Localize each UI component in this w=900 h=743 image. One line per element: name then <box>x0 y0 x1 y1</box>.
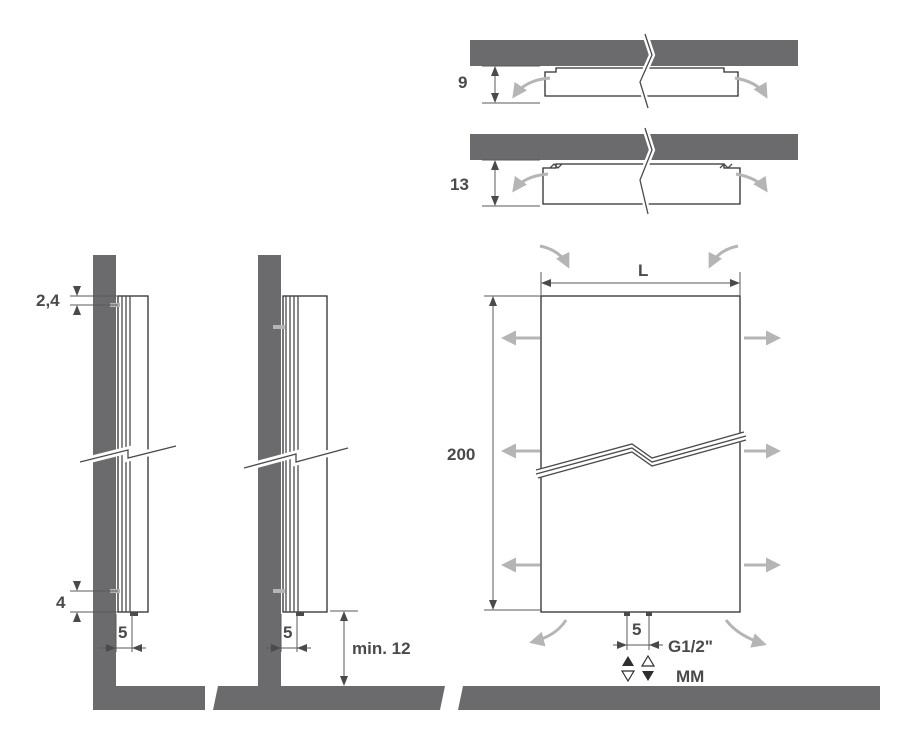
dim-9-label: 9 <box>458 73 467 92</box>
dim-200-label: 200 <box>447 445 475 464</box>
plan-view-top-small: 9 <box>458 33 798 109</box>
dim-13-label: 13 <box>450 175 469 194</box>
side-view-middle: 5 min. 12 <box>243 255 411 710</box>
dim-2-4-label: 2,4 <box>36 291 60 310</box>
connection-type-label: MM <box>676 667 704 686</box>
airflow-arrows <box>501 244 781 648</box>
wall-middle <box>258 255 281 710</box>
plan-view-top-large: 13 <box>450 127 798 215</box>
connection-label: G1/2" <box>668 637 713 656</box>
dim-5-mid-label: 5 <box>283 623 292 642</box>
flow-direction-icon <box>620 654 656 683</box>
dim-min-12-label: min. 12 <box>352 639 411 658</box>
wall-section-top-2 <box>470 134 798 160</box>
front-view: L 200 5 G1/2" MM <box>447 244 781 686</box>
wall-section-top-1 <box>470 40 798 66</box>
dim-4-label: 4 <box>56 593 66 612</box>
dim-L-label: L <box>638 261 648 280</box>
dim-5-left-label: 5 <box>118 623 127 642</box>
side-view-left: 2,4 4 5 <box>36 255 177 710</box>
wall-left <box>93 255 116 710</box>
floor <box>93 686 880 710</box>
dim-5-front-label: 5 <box>632 620 641 639</box>
